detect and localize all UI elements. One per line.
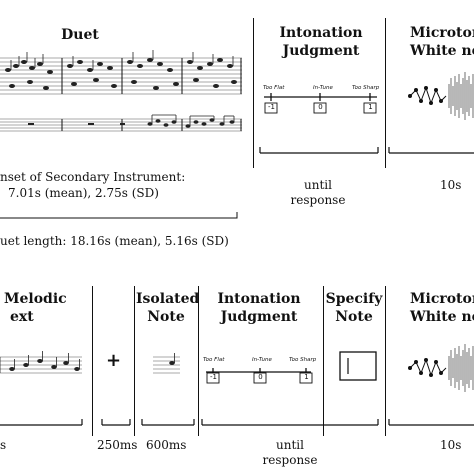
separator bbox=[323, 286, 325, 436]
value-zero: 0 bbox=[318, 103, 323, 111]
too-flat-label: Too Flat bbox=[203, 357, 225, 363]
duet-length-caption: uet length: 18.16s (mean), 5.16s (SD) bbox=[0, 234, 229, 248]
value-minus-one: -1 bbox=[210, 373, 217, 381]
noise-title: Microton White no bbox=[410, 291, 474, 325]
separator bbox=[385, 18, 387, 168]
onset-caption-line2: 7.01s (mean), 2.75s (SD) bbox=[8, 186, 159, 200]
isolated-note-title: Isolated Note bbox=[136, 291, 200, 325]
melodic-context-duration: s bbox=[0, 438, 7, 452]
separator bbox=[385, 286, 387, 436]
value-zero: 0 bbox=[258, 373, 263, 381]
fixation-cross: + bbox=[106, 350, 122, 371]
separator bbox=[92, 286, 94, 436]
separator bbox=[198, 286, 200, 436]
isolated-note-duration: 600ms bbox=[146, 438, 187, 452]
too-sharp-label: Too Sharp bbox=[352, 85, 380, 91]
value-one: 1 bbox=[304, 373, 309, 381]
in-tune-label: In-Tune bbox=[313, 85, 333, 91]
too-sharp-label: Too Sharp bbox=[289, 357, 317, 363]
specify-note-title: Specify Note bbox=[325, 291, 383, 325]
fixation-duration: 250ms bbox=[97, 438, 138, 452]
in-tune-label: In-Tune bbox=[252, 357, 272, 363]
intonation-duration: until response bbox=[262, 438, 318, 467]
intonation-title: Intonation Judgment bbox=[217, 291, 301, 325]
onset-caption-line1: nset of Secondary Instrument: bbox=[0, 170, 186, 184]
duet-title: Duet bbox=[61, 27, 99, 43]
too-flat-label: Too Flat bbox=[263, 85, 285, 91]
noise-duration: 10s bbox=[440, 438, 462, 452]
melodic-context-title: Melodic ext bbox=[4, 291, 67, 325]
separator bbox=[134, 286, 136, 436]
noise-title: Microton White no bbox=[410, 25, 474, 59]
intonation-title: Intonation Judgment bbox=[279, 25, 363, 59]
noise-duration: 10s bbox=[440, 178, 462, 192]
separator bbox=[253, 18, 255, 168]
value-one: 1 bbox=[368, 103, 373, 111]
intonation-duration: until response bbox=[290, 178, 346, 207]
value-minus-one: -1 bbox=[268, 103, 275, 111]
